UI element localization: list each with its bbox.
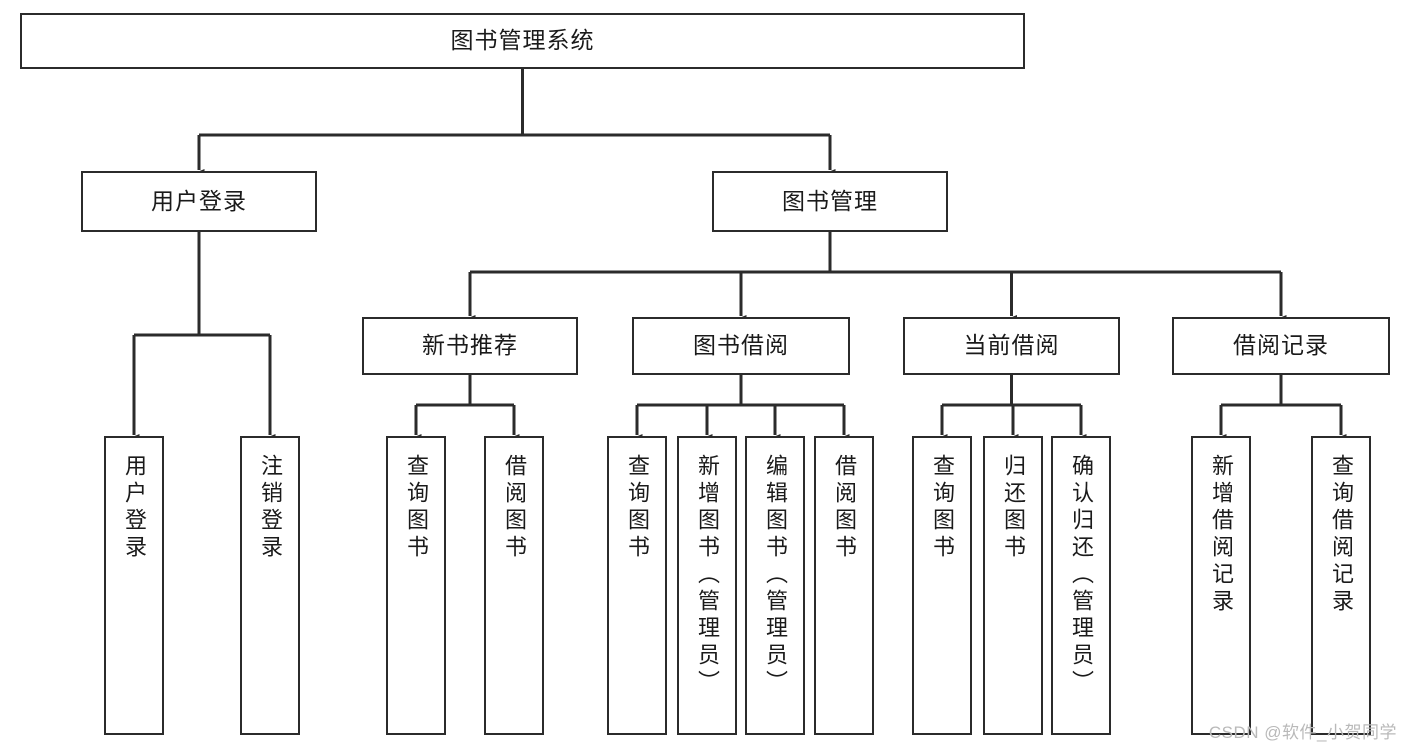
node-label: 查询借阅记录 (1329, 454, 1354, 616)
node-label: 借阅图书 (502, 454, 527, 562)
node-leaf-query-book-3[interactable]: 查询图书 (912, 436, 972, 735)
node-label: 借阅记录 (1233, 332, 1329, 359)
node-leaf-confirm-return[interactable]: 确认归还（管理员） (1051, 436, 1111, 735)
node-label: 查询图书 (404, 454, 429, 562)
node-label: 当前借阅 (963, 332, 1060, 359)
node-leaf-query-book-1[interactable]: 查询图书 (386, 436, 446, 735)
node-root[interactable]: 图书管理系统 (20, 13, 1025, 69)
node-leaf-user-logout[interactable]: 注销登录 (240, 436, 300, 735)
node-label: 借阅图书 (832, 454, 857, 562)
node-label: 新增借阅记录 (1209, 454, 1234, 616)
edge-group (128, 69, 1347, 443)
node-leaf-edit-book[interactable]: 编辑图书（管理员） (745, 436, 805, 735)
node-new-book-rec[interactable]: 新书推荐 (362, 317, 578, 375)
node-leaf-query-record[interactable]: 查询借阅记录 (1311, 436, 1371, 735)
node-label: 图书借阅 (693, 332, 789, 359)
node-leaf-query-book-2[interactable]: 查询图书 (607, 436, 667, 735)
node-leaf-add-record[interactable]: 新增借阅记录 (1191, 436, 1251, 735)
node-label: 图书管理 (782, 187, 878, 214)
node-leaf-return-book[interactable]: 归还图书 (983, 436, 1043, 735)
node-user-login[interactable]: 用户登录 (81, 171, 317, 232)
node-label: 注销登录 (258, 454, 283, 562)
node-label: 查询图书 (930, 454, 955, 562)
node-leaf-add-book[interactable]: 新增图书（管理员） (677, 436, 737, 735)
node-book-mgmt[interactable]: 图书管理 (712, 171, 948, 232)
node-book-borrow[interactable]: 图书借阅 (632, 317, 850, 375)
node-label: 图书管理系统 (450, 27, 595, 54)
node-borrow-record[interactable]: 借阅记录 (1172, 317, 1390, 375)
node-label: 用户登录 (122, 454, 147, 562)
node-leaf-user-login[interactable]: 用户登录 (104, 436, 164, 735)
watermark-text: CSDN @软件_小贺同学 (1208, 723, 1397, 742)
node-leaf-borrow-book-2[interactable]: 借阅图书 (814, 436, 874, 735)
node-leaf-borrow-book-1[interactable]: 借阅图书 (484, 436, 544, 735)
node-label: 确认归还（管理员） (1069, 454, 1094, 697)
node-label: 新书推荐 (422, 332, 518, 359)
node-label: 用户登录 (151, 187, 247, 214)
node-current-borrow[interactable]: 当前借阅 (903, 317, 1120, 375)
node-label: 新增图书（管理员） (695, 454, 720, 697)
node-label: 查询图书 (625, 454, 650, 562)
node-label: 归还图书 (1001, 454, 1026, 562)
node-label: 编辑图书（管理员） (763, 454, 788, 697)
